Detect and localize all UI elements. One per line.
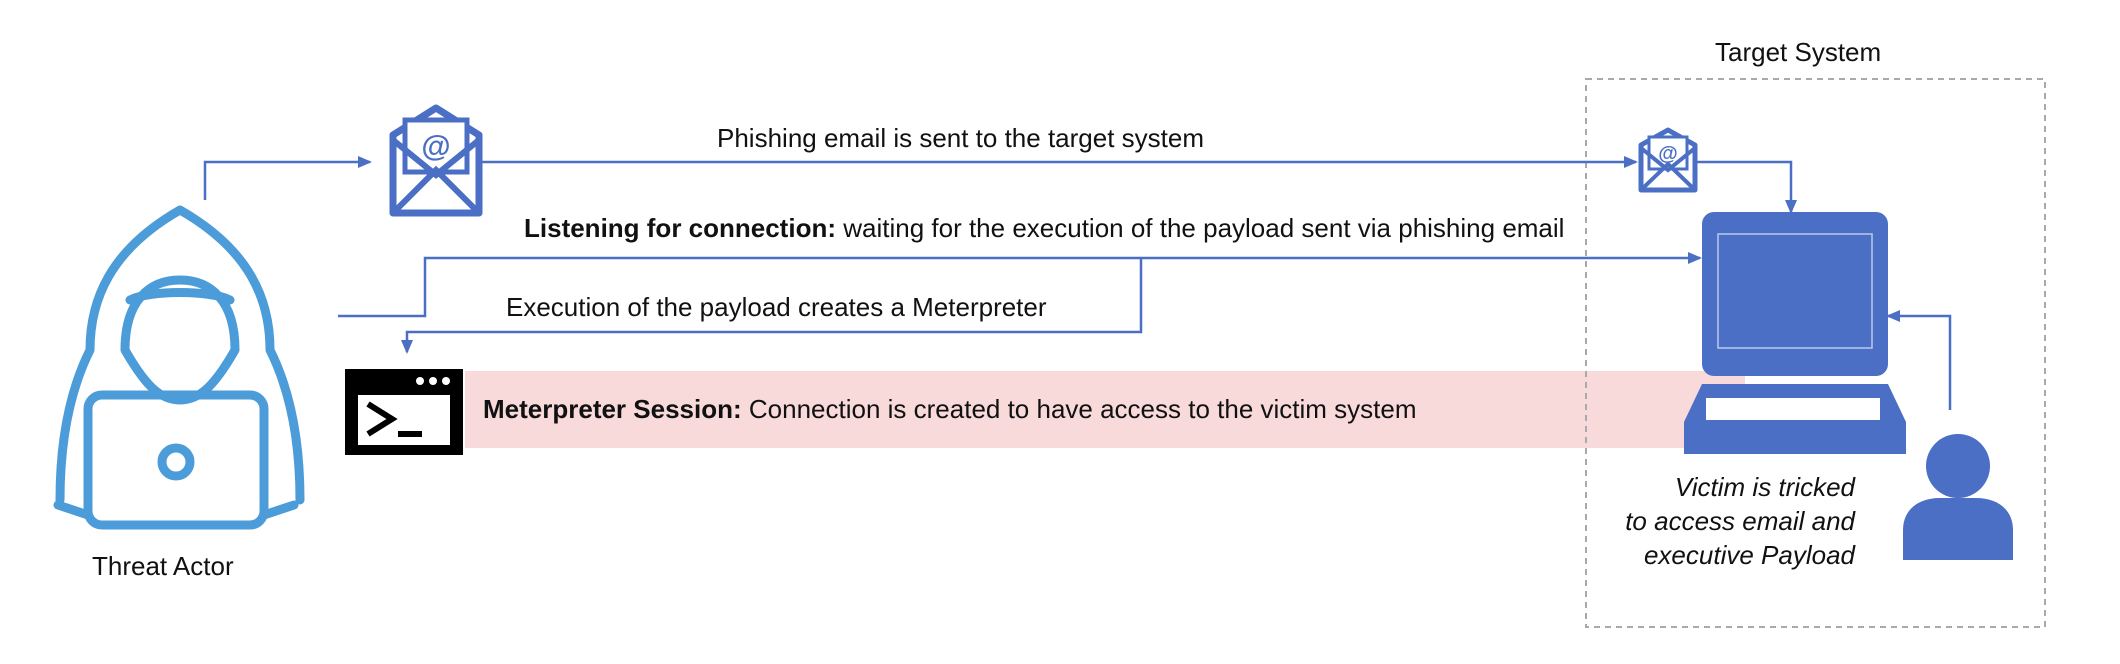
listening-step-label: Listening for connection: waiting for th…: [524, 212, 1564, 244]
session-step-text: Connection is created to have access to …: [741, 394, 1417, 424]
target-system-label: Target System: [1715, 37, 1882, 67]
arrow-small-email-to-laptop: [1695, 160, 1797, 214]
execution-step-label: Execution of the payload creates a Meter…: [506, 292, 1047, 322]
target-system-boundary: [1585, 78, 2046, 628]
phishing-email-step-label: Phishing email is sent to the target sys…: [717, 123, 1205, 153]
session-step-label: Meterpreter Session: Connection is creat…: [483, 393, 1417, 425]
arrow-hacker-to-email: [203, 156, 372, 200]
email-large-icon: @: [389, 104, 483, 217]
listening-step-text: waiting for the execution of the payload…: [836, 213, 1565, 243]
svg-text:@: @: [1658, 143, 1678, 165]
meterpreter-session-band: [465, 371, 1745, 448]
arrow-listening-connection: [338, 252, 1702, 318]
threat-actor-label: Threat Actor: [92, 551, 234, 581]
svg-text:@: @: [421, 130, 450, 163]
listening-step-bold: Listening for connection:: [524, 213, 836, 243]
terminal-icon: [345, 369, 463, 455]
arrow-victim-to-laptop: [1886, 310, 1952, 410]
arrow-execution-return: [401, 258, 1143, 354]
person-icon: [1903, 434, 2013, 560]
victim-note-line-1: Victim is tricked: [1674, 472, 1855, 502]
email-small-icon: @: [1638, 127, 1698, 193]
laptop-icon: [1684, 212, 1906, 454]
victim-note-line-3: executive Payload: [1643, 540, 1855, 570]
session-step-bold: Meterpreter Session:: [483, 394, 742, 424]
victim-note-line-2: to access email and: [1625, 506, 1855, 536]
hooded-hacker-icon: [53, 205, 305, 530]
victim-note: Victim is tricked to access email and ex…: [1625, 470, 1855, 572]
